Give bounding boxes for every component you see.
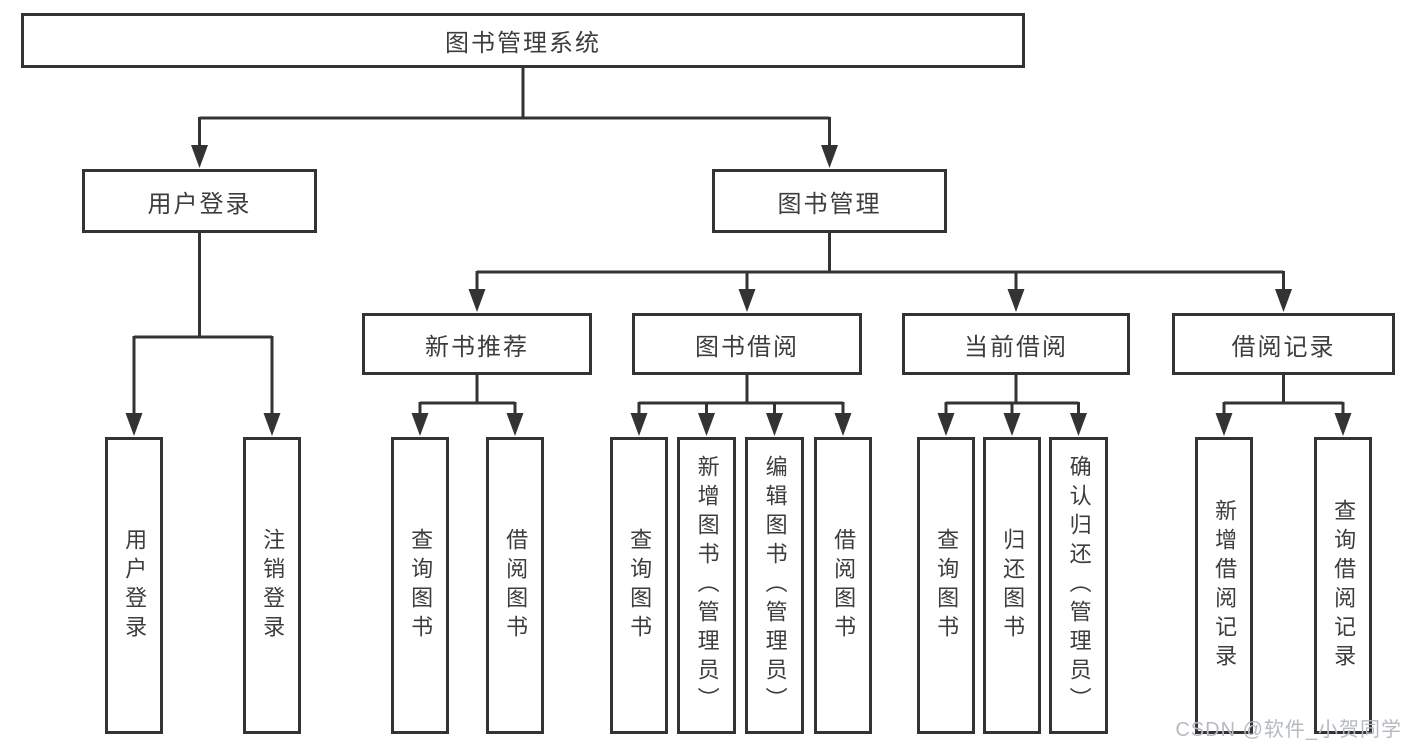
node-label: 查询图书 — [934, 527, 960, 644]
arrowhead-icon — [468, 289, 486, 312]
arrowhead-icon — [738, 289, 756, 312]
node-label: 注销登录 — [260, 527, 286, 644]
node-label: 新增图书（管理员） — [694, 455, 720, 716]
node-label: 用户登录 — [147, 190, 252, 218]
node-label: 借阅图书 — [503, 527, 529, 644]
node-leaf-edit-book-admin: 编辑图书（管理员） — [745, 437, 804, 734]
node-book-borrow: 图书借阅 — [632, 313, 862, 375]
node-label: 当前借阅 — [964, 333, 1068, 361]
node-label: 新书推荐 — [425, 333, 529, 361]
arrowhead-icon — [1003, 413, 1021, 436]
arrowhead-icon — [1007, 289, 1025, 312]
arrowhead-icon — [263, 413, 281, 436]
node-label: 图书管理系统 — [445, 30, 601, 57]
node-user-login: 用户登录 — [82, 169, 317, 233]
node-leaf-query-record: 查询借阅记录 — [1314, 437, 1372, 734]
node-leaf-query-book-3: 查询图书 — [917, 437, 975, 734]
node-leaf-borrow-book-1: 借阅图书 — [486, 437, 544, 734]
node-label: 编辑图书（管理员） — [762, 455, 788, 716]
node-leaf-confirm-return: 确认归还（管理员） — [1049, 437, 1108, 734]
arrowhead-icon — [191, 145, 208, 168]
node-leaf-user-login: 用户登录 — [105, 437, 163, 734]
node-leaf-return-book: 归还图书 — [983, 437, 1041, 734]
arrowhead-icon — [937, 413, 955, 436]
node-label: 查询图书 — [408, 527, 434, 644]
node-label: 借阅记录 — [1231, 333, 1336, 361]
arrowhead-icon — [411, 413, 429, 436]
node-label: 新增借阅记录 — [1212, 498, 1238, 673]
arrowhead-icon — [1275, 289, 1292, 312]
node-label: 用户登录 — [122, 527, 148, 644]
node-leaf-logout: 注销登录 — [243, 437, 301, 734]
node-label: 图书管理 — [777, 190, 882, 218]
csdn-watermark: CSDN @软件_小贺同学 — [1175, 719, 1402, 741]
node-leaf-query-book-2: 查询图书 — [610, 437, 668, 734]
arrowhead-icon — [630, 413, 648, 436]
node-current-borrow: 当前借阅 — [902, 313, 1130, 375]
node-leaf-add-record: 新增借阅记录 — [1195, 437, 1253, 734]
arrowhead-icon — [766, 413, 783, 436]
node-borrow-records: 借阅记录 — [1172, 313, 1395, 375]
arrowhead-icon — [1215, 413, 1233, 436]
node-label: 查询图书 — [627, 527, 653, 644]
arrowhead-icon — [506, 413, 524, 436]
arrowhead-icon — [1334, 413, 1352, 436]
node-leaf-query-book-1: 查询图书 — [391, 437, 449, 734]
node-leaf-borrow-book-2: 借阅图书 — [814, 437, 872, 734]
node-system-root: 图书管理系统 — [21, 13, 1025, 68]
node-label: 归还图书 — [1000, 527, 1026, 644]
node-leaf-add-book-admin: 新增图书（管理员） — [677, 437, 736, 734]
arrowhead-icon — [821, 145, 838, 168]
node-label: 查询借阅记录 — [1331, 498, 1357, 673]
node-label: 图书借阅 — [695, 333, 799, 361]
node-book-management: 图书管理 — [712, 169, 947, 233]
node-new-book-recommend: 新书推荐 — [362, 313, 592, 375]
node-label: 借阅图书 — [831, 527, 857, 644]
arrowhead-icon — [834, 413, 852, 436]
arrowhead-icon — [1070, 413, 1087, 436]
arrowhead-icon — [125, 413, 143, 436]
node-label: 确认归还（管理员） — [1066, 455, 1092, 716]
arrowhead-icon — [698, 413, 715, 436]
